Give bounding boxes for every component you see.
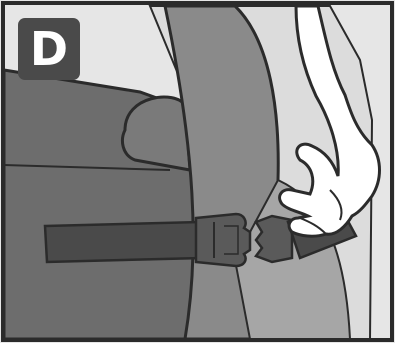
step-label: D (18, 18, 80, 80)
strap-left (45, 222, 202, 262)
armrest (122, 97, 190, 170)
buckle-tongue-icon (256, 216, 292, 262)
buckle-icon (196, 214, 250, 266)
